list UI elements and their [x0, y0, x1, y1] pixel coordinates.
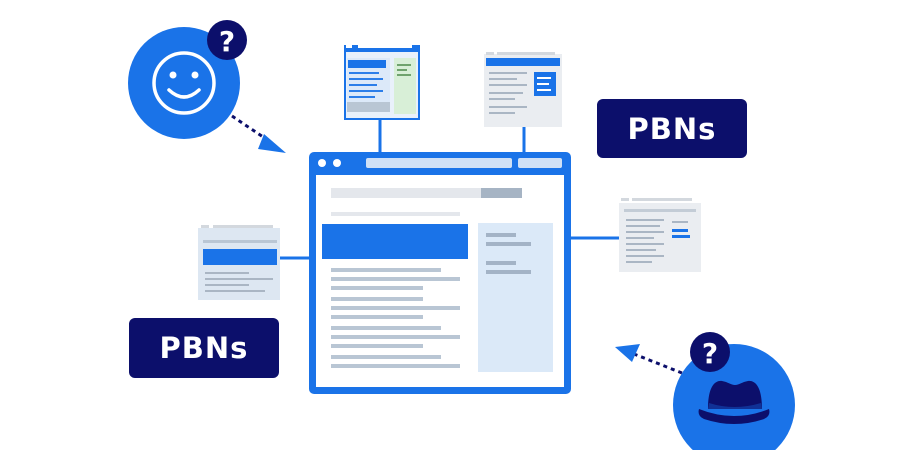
arrow-user-to-site: [231, 114, 286, 153]
svg-text:?: ?: [702, 337, 718, 370]
pbn-site-thumbnail: [619, 198, 701, 272]
user-visitor: ?: [128, 20, 247, 139]
search-field: [331, 188, 522, 198]
sidebar-panel: [478, 223, 553, 372]
address-bar: [366, 158, 512, 168]
pbn-label-badge: PBNs: [597, 99, 747, 158]
fedora-hat-icon: [698, 380, 770, 424]
question-mark-icon: ?: [690, 332, 730, 372]
window-dot: [318, 159, 326, 167]
connector-lines: [278, 118, 620, 260]
hero-banner: [322, 224, 468, 259]
window-dot: [333, 159, 341, 167]
search-button: [481, 188, 522, 198]
arrow-blackhat-to-site: [615, 344, 683, 375]
main-website-window: [309, 152, 571, 394]
black-hat-seo: ?: [673, 332, 795, 450]
pbn-site-thumbnail: [484, 52, 562, 127]
svg-text:?: ?: [219, 25, 235, 58]
pbn-site-thumbnail: [198, 225, 280, 300]
pbn-label-badge: PBNs: [129, 318, 279, 378]
smiley-face-icon: [152, 51, 216, 115]
pbn-site-thumbnail: [344, 45, 420, 120]
question-mark-icon: ?: [207, 20, 247, 60]
